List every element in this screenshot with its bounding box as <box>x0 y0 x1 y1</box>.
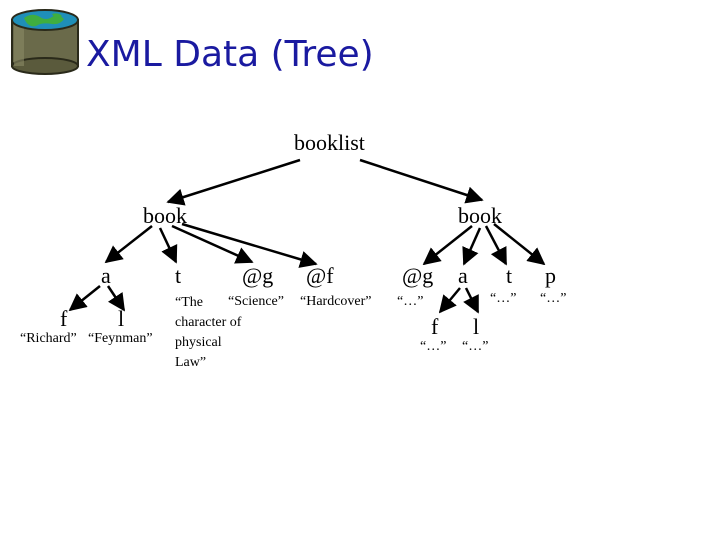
page-title: XML Data (Tree) <box>86 34 374 75</box>
node-f: f <box>60 306 68 331</box>
value-g-2: “…” <box>397 294 424 309</box>
value-t-2: “…” <box>490 291 517 306</box>
value-title-line-3: physical <box>175 335 222 350</box>
value-title-line-2: character of <box>175 315 242 330</box>
value-feynman: “Feynman” <box>88 331 153 346</box>
node-l: l <box>118 306 125 331</box>
value-richard: “Richard” <box>20 331 77 346</box>
value-f-2: “…” <box>420 339 447 354</box>
node-attr-g-2: @g <box>402 263 434 288</box>
edge-booklist-book2 <box>359 158 484 204</box>
edge-book2-t <box>484 225 508 266</box>
edge-a-l <box>106 285 126 312</box>
value-title-line-1: “The <box>175 295 203 310</box>
node-p-2: p <box>545 263 556 288</box>
node-a-2: a <box>458 263 468 288</box>
node-f-2: f <box>431 314 439 339</box>
node-book-1: book <box>143 203 187 228</box>
node-book-2: book <box>458 203 502 228</box>
value-hardcover: “Hardcover” <box>300 294 372 309</box>
edge-book2-p <box>493 223 546 266</box>
node-t: t <box>175 263 182 288</box>
node-attr-g: @g <box>242 263 274 288</box>
node-t-2: t <box>506 263 513 288</box>
value-p-2: “…” <box>540 291 567 306</box>
edge-book1-g <box>171 224 254 264</box>
edge-book2-a <box>462 227 482 266</box>
value-title-line-4: Law” <box>175 355 207 370</box>
value-l-2: “…” <box>462 339 489 354</box>
edge-book2-g <box>422 225 473 266</box>
node-booklist: booklist <box>294 130 365 155</box>
node-attr-f: @f <box>306 263 334 288</box>
edge-book1-f <box>181 222 318 268</box>
database-globe-icon <box>11 9 79 75</box>
edge-book1-t <box>158 227 178 264</box>
edge-a2-f <box>438 287 461 314</box>
edge-a-f <box>68 285 101 312</box>
node-l-2: l <box>473 314 480 339</box>
edge-a2-l <box>463 287 480 314</box>
edge-book1-a <box>104 225 153 264</box>
value-science: “Science” <box>228 294 284 309</box>
edge-booklist-book1 <box>166 158 301 206</box>
node-a: a <box>101 263 111 288</box>
